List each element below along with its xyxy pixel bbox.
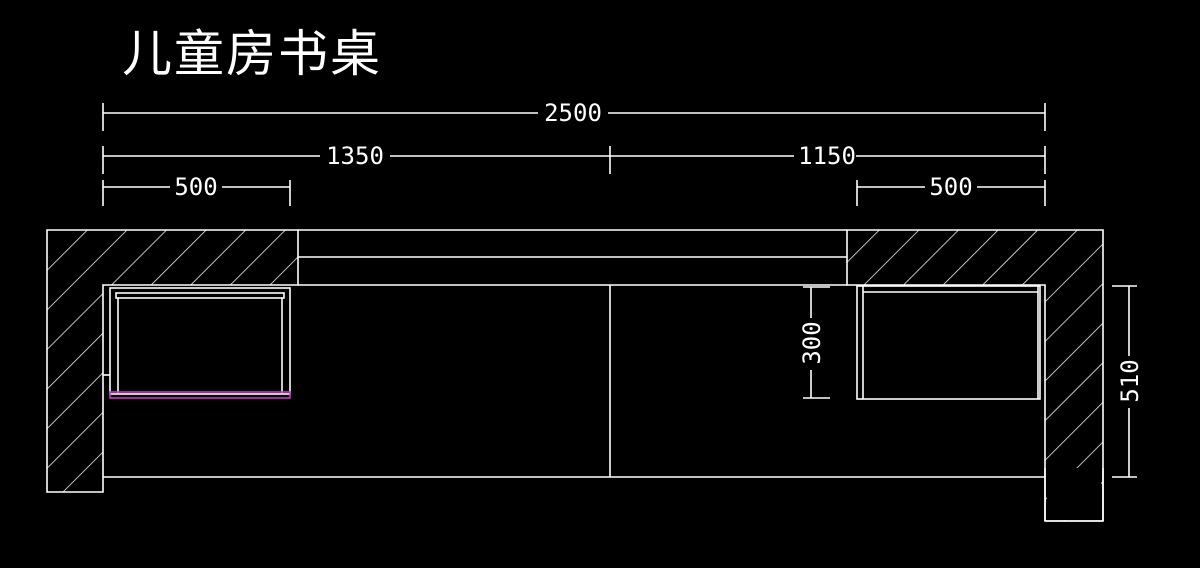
dim-right-drawer-width: 500 (929, 173, 972, 201)
dimension-lines (102, 103, 1137, 478)
dim-left-span: 1350 (326, 142, 384, 170)
dimension-labels: 2500 1350 1150 500 500 300 510 (170, 99, 1144, 408)
left-drawer (103, 287, 291, 395)
desk-back-strip (298, 229, 847, 286)
left-drawer-front-highlight (109, 391, 291, 399)
dim-desk-depth: 510 (1116, 359, 1144, 402)
dim-total: 2500 (544, 99, 602, 127)
left-wall (46, 229, 299, 493)
drawing-title: 儿童房书桌 (122, 25, 382, 83)
dim-right-span: 1150 (798, 142, 856, 170)
dim-drawer-depth: 300 (798, 321, 826, 364)
right-drawer (856, 285, 1041, 400)
dim-left-drawer-width: 500 (174, 173, 217, 201)
